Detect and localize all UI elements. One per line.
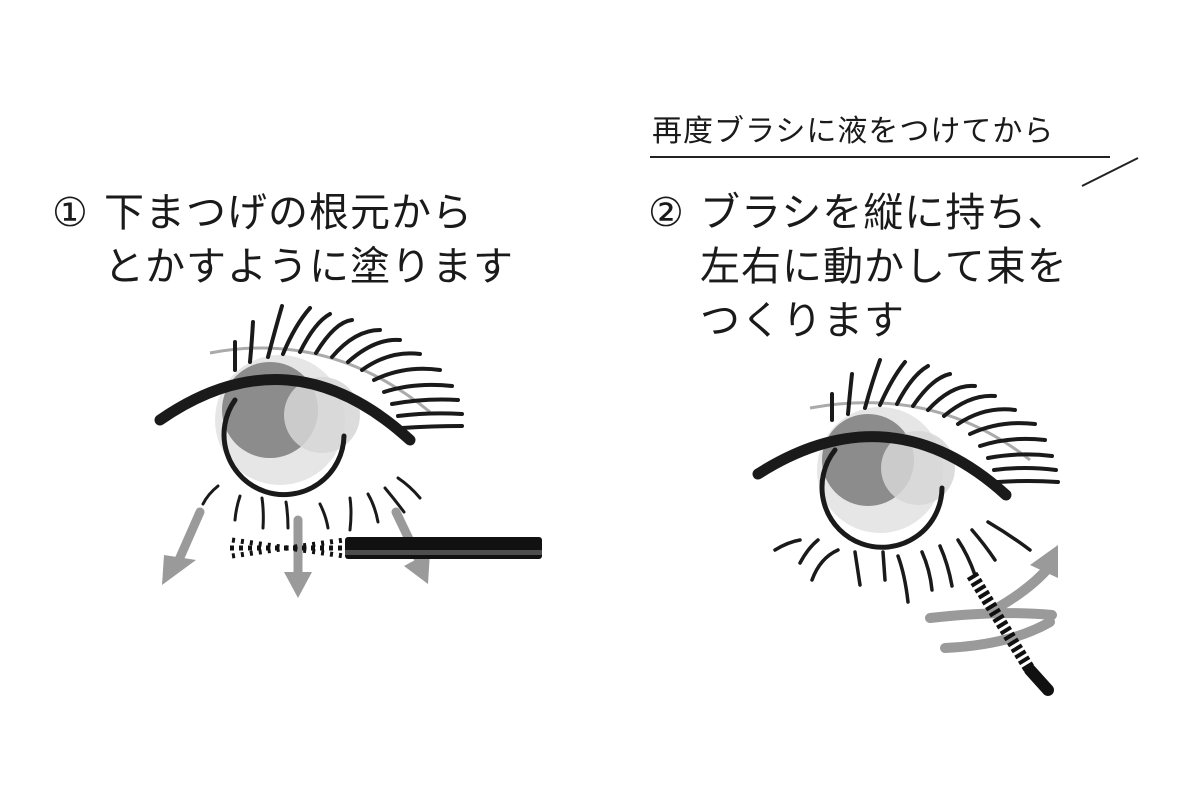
step1-line1: 下まつげの根元から [104, 190, 473, 236]
step2-number: ② [648, 190, 685, 236]
callout-leader-line [1081, 157, 1139, 187]
step2-line1: ブラシを縦に持ち、 [700, 190, 1069, 236]
step2-line2: 左右に動かして束を [700, 244, 1068, 290]
step2-note: 再度ブラシに液をつけてから [652, 114, 1055, 149]
step2-line3: つくります [700, 298, 905, 344]
step1-instruction: ① 下まつげの根元から とかすように塗ります [52, 186, 514, 294]
eye-with-vertical-mascara-brush-icon [752, 358, 1060, 696]
step1-line2: とかすように塗ります [104, 244, 514, 290]
step1-number: ① [52, 190, 89, 236]
note-underline [650, 156, 1110, 158]
eye-with-horizontal-mascara-brush-icon [154, 304, 542, 598]
step2-instruction: ② ブラシを縦に持ち、 左右に動かして束を つくります [648, 186, 1068, 348]
